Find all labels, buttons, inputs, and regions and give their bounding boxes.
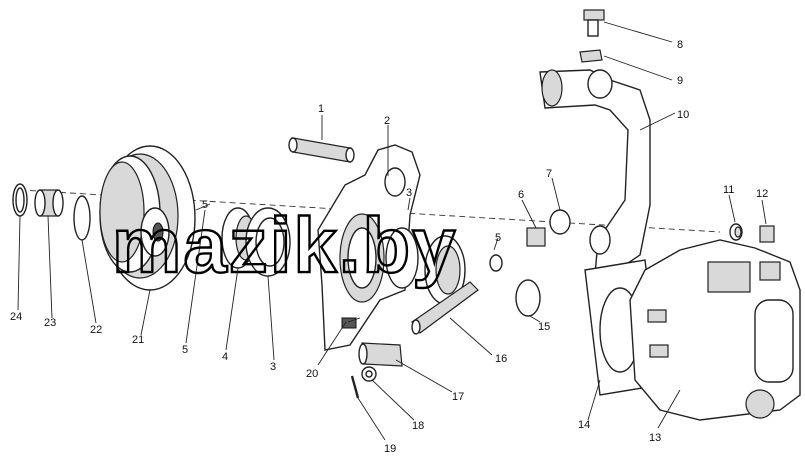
callout-3-bottom: 3	[270, 361, 276, 373]
callout-10: 10	[677, 109, 689, 121]
callout-12: 12	[756, 188, 768, 200]
part-21-pulley	[99, 145, 196, 291]
callout-23: 23	[44, 317, 56, 329]
part-6-bolt	[526, 227, 546, 247]
part-9-lock-washer	[579, 49, 603, 63]
part-12-cap	[759, 225, 775, 243]
part-3-seal-left	[245, 207, 291, 277]
callout-20: 20	[306, 368, 318, 380]
part-11-nut	[729, 223, 743, 241]
callout-9: 9	[677, 75, 683, 87]
callout-14: 14	[578, 419, 590, 431]
part-20-stud	[347, 317, 361, 323]
part-8-screw	[583, 9, 605, 37]
leader-lines	[17, 21, 767, 441]
part-19-cotter-pin	[350, 375, 360, 399]
callout-1: 1	[318, 103, 324, 115]
part-18-washer	[361, 366, 377, 382]
callout-3-top: 3	[406, 187, 412, 199]
callout-11: 11	[723, 184, 734, 196]
callout-2: 2	[384, 115, 390, 127]
part-13-pump	[629, 239, 801, 421]
callout-6: 6	[518, 189, 524, 201]
callout-15: 15	[538, 321, 550, 333]
callout-19: 19	[384, 443, 396, 455]
callout-8: 8	[677, 39, 683, 51]
callout-13: 13	[649, 432, 661, 444]
callout-5-left: 5	[182, 344, 188, 356]
part-2-housing	[317, 144, 421, 351]
part-5-pin-left	[195, 203, 211, 211]
callout-7: 7	[546, 168, 552, 180]
part-3-seal-right	[385, 227, 419, 289]
part-5-ring-right	[489, 254, 503, 272]
callout-5-top: 5	[202, 199, 208, 211]
part-23-bushing	[34, 189, 64, 217]
part-5-bearing-middle	[424, 235, 466, 305]
callout-18: 18	[412, 420, 424, 432]
part-1-pin	[288, 137, 355, 163]
callout-16: 16	[495, 353, 507, 365]
callout-17: 17	[452, 391, 464, 403]
callout-22: 22	[90, 324, 102, 336]
part-15-snap-ring	[515, 279, 541, 317]
part-24-snap-ring	[12, 183, 28, 217]
part-7-nut	[549, 209, 571, 235]
callout-21: 21	[132, 334, 144, 346]
watermark: mazik.by	[112, 201, 457, 289]
callout-24: 24	[10, 311, 22, 323]
part-17-block	[358, 342, 403, 367]
callout-4: 4	[222, 351, 228, 363]
part-10-arm	[539, 69, 651, 276]
callout-5-right: 5	[495, 232, 501, 244]
part-16-shaft	[411, 281, 479, 335]
part-22-ring	[73, 195, 91, 241]
